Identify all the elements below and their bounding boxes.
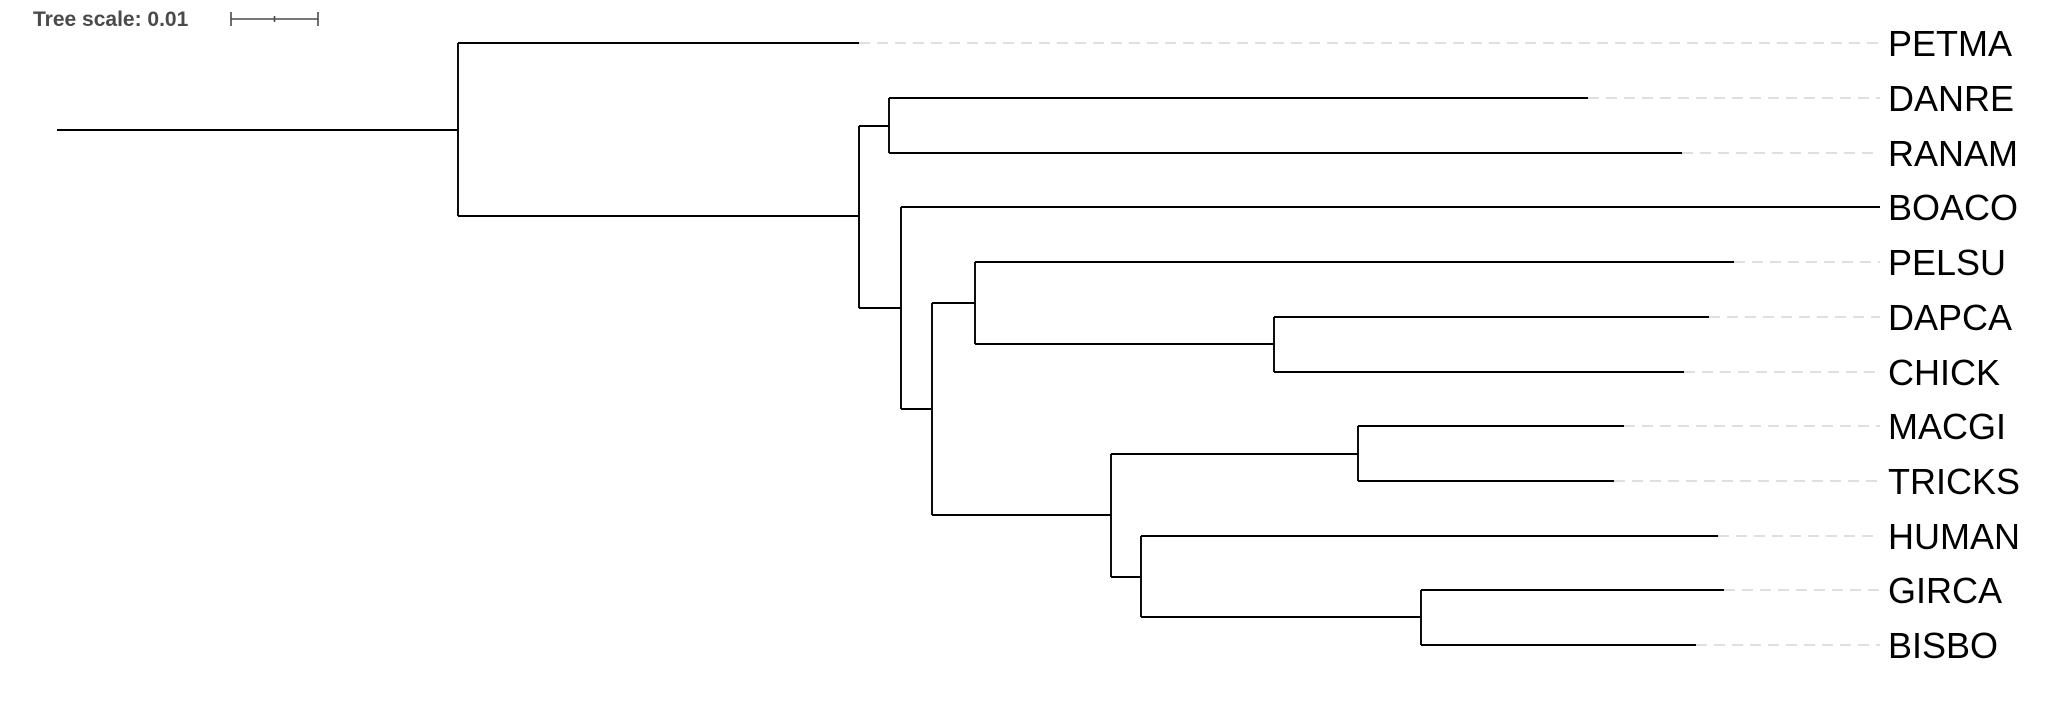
branches <box>57 42 1880 646</box>
guide-lines <box>859 42 1880 646</box>
scale-bar <box>230 12 319 26</box>
leaf-labels: PETMA DANRE RANAM BOACO PELSU DAPCA CHIC… <box>1888 23 2020 666</box>
leaf-label: RANAM <box>1888 133 2018 174</box>
leaf-label: GIRCA <box>1888 570 2002 611</box>
leaf-label: PELSU <box>1888 242 2006 283</box>
tree-scale: Tree scale: 0.01 <box>33 8 319 31</box>
leaf-label: DAPCA <box>1888 297 2012 338</box>
leaf-label: MACGI <box>1888 406 2006 447</box>
leaf-label: TRICKS <box>1888 461 2020 502</box>
leaf-label: HUMAN <box>1888 516 2020 557</box>
leaf-label: CHICK <box>1888 352 2000 393</box>
tree-scale-label: Tree scale: 0.01 <box>33 8 189 31</box>
leaf-label: DANRE <box>1888 78 2014 119</box>
leaf-label: PETMA <box>1888 23 2012 64</box>
leaf-label: BISBO <box>1888 625 1998 666</box>
leaf-label: BOACO <box>1888 187 2018 228</box>
